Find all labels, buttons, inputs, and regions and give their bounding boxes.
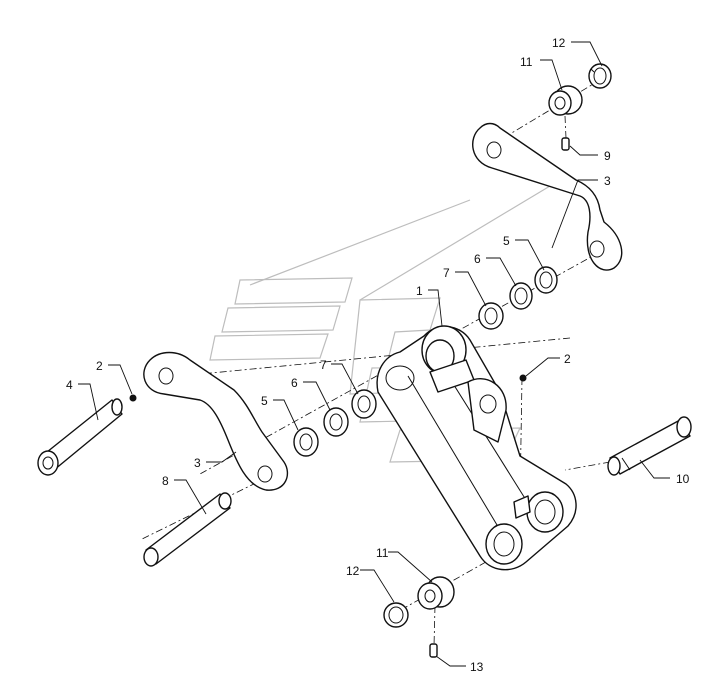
callout-9: 9 <box>604 149 611 163</box>
callout-6-lower: 6 <box>291 376 298 390</box>
callout-12-top: 12 <box>552 36 566 50</box>
callout-13: 13 <box>470 660 484 674</box>
snap-ring-top <box>588 63 612 89</box>
pin-8 <box>143 492 232 567</box>
grease-fitting-right <box>519 374 527 382</box>
link-plate-top <box>472 122 623 271</box>
callout-5-upper: 5 <box>503 234 510 248</box>
callout-2-right: 2 <box>564 352 571 366</box>
callout-2-left: 2 <box>96 359 103 373</box>
leader-lines <box>78 41 670 667</box>
callout-6-upper: 6 <box>474 252 481 266</box>
washer-7-upper <box>478 302 504 330</box>
pin-13 <box>429 643 438 658</box>
bushing-top <box>548 85 583 116</box>
callout-11-top: 11 <box>520 55 533 69</box>
pin-9 <box>561 137 570 151</box>
callout-1: 1 <box>416 284 423 298</box>
washer-7-lower <box>351 389 377 419</box>
bushing-bottom <box>417 576 455 610</box>
callout-7-lower: 7 <box>320 358 327 372</box>
callout-12-bottom: 12 <box>346 564 360 578</box>
callout-11-bottom: 11 <box>376 546 389 560</box>
washer-6-upper <box>509 282 533 310</box>
callout-10: 10 <box>676 472 690 486</box>
pin-4 <box>37 398 123 476</box>
washer-5-lower <box>293 427 319 457</box>
callout-3-left: 3 <box>194 456 201 470</box>
callout-labels: 12 11 9 3 5 6 7 1 2 4 7 6 5 2 3 8 10 11 … <box>66 36 690 674</box>
callout-8: 8 <box>162 474 169 488</box>
link-plate-left <box>143 351 289 491</box>
callout-3-top: 3 <box>604 174 611 188</box>
main-link-body <box>376 325 577 571</box>
snap-ring-bottom <box>383 602 409 628</box>
callout-7-upper: 7 <box>443 266 450 280</box>
grease-fitting-left <box>129 394 137 402</box>
pin-10 <box>607 416 692 476</box>
washer-5-upper <box>534 266 558 294</box>
washer-6-lower <box>323 407 349 437</box>
callout-5-lower: 5 <box>261 394 268 408</box>
callout-4: 4 <box>66 378 73 392</box>
